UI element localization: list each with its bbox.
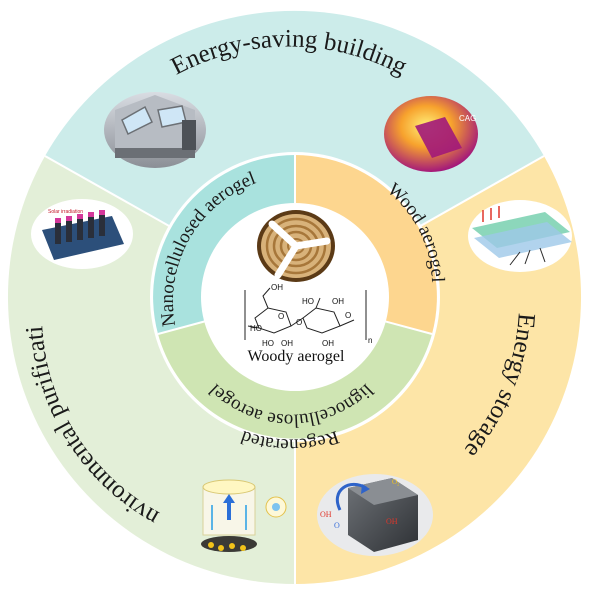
svg-text:O: O (278, 312, 284, 321)
svg-text:O: O (334, 521, 340, 530)
svg-text:OH: OH (332, 297, 344, 306)
svg-text:n: n (368, 336, 372, 345)
solar-evaporator-image: Solar irradiation (31, 199, 133, 269)
svg-text:HO: HO (302, 297, 314, 306)
svg-text:O: O (345, 311, 351, 320)
battery-cube-image: OH OH O O₂ (317, 474, 433, 556)
svg-text:Solar irradiation: Solar irradiation (48, 209, 83, 215)
skylight-room-image (104, 92, 206, 168)
wood-log-icon (257, 210, 335, 282)
svg-text:O: O (296, 318, 302, 327)
layered-film-image (468, 200, 572, 272)
svg-text:CAG: CAG (459, 114, 476, 123)
cellulose-structure (244, 287, 367, 340)
label-woody-aerogel: Woody aerogel (248, 348, 345, 365)
center-disc (201, 203, 389, 391)
cellulose-labels: OH HO HO OH HO OH OH O O O n (250, 283, 372, 348)
svg-text:OH: OH (271, 283, 283, 292)
svg-text:HO: HO (262, 339, 274, 348)
svg-text:OH: OH (322, 339, 334, 348)
svg-text:OH: OH (281, 339, 293, 348)
svg-text:O₂: O₂ (392, 478, 400, 486)
filtration-tank-image (201, 479, 287, 552)
svg-text:OH: OH (320, 510, 332, 519)
thermal-cag-image: CAG (384, 96, 478, 172)
svg-text:OH: OH (386, 517, 398, 526)
svg-text:HO: HO (250, 324, 262, 333)
